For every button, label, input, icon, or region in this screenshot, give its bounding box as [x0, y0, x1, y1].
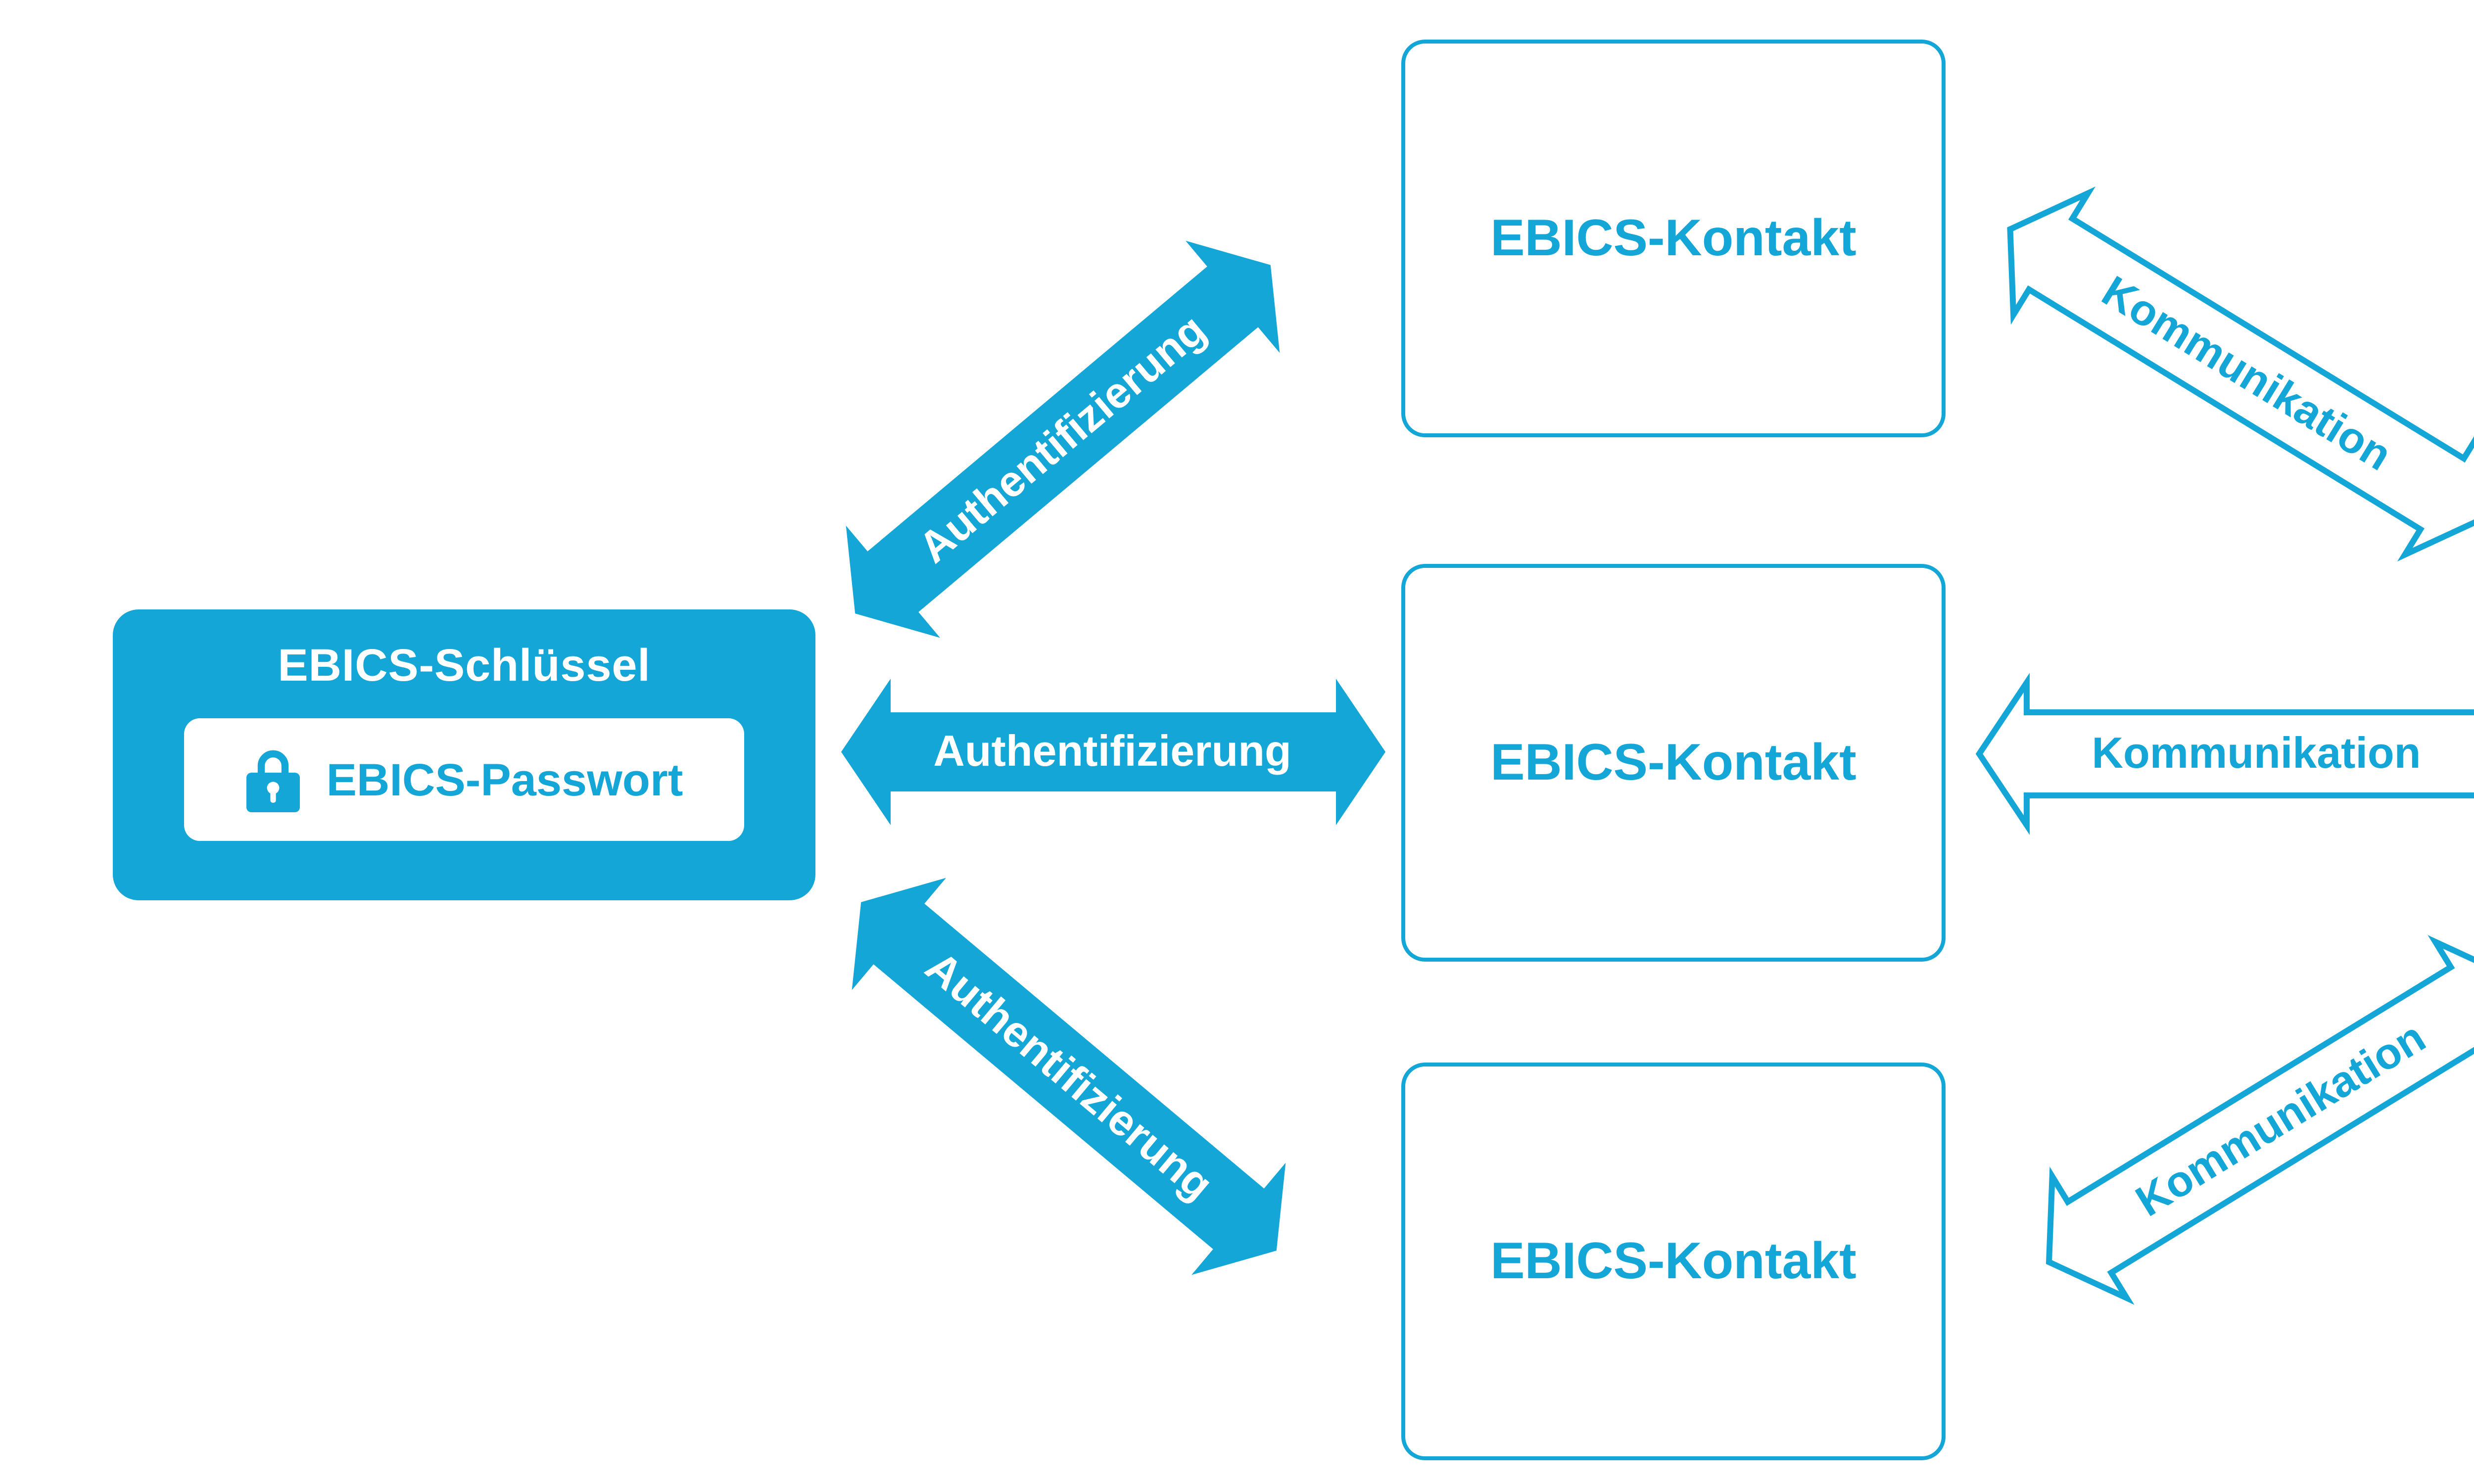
ebics-key-panel: EBICS-Schlüssel EBICS-Passwort: [113, 609, 815, 900]
ebics-contact-label: EBICS-Kontakt: [1490, 1231, 1856, 1290]
lock-icon: [245, 747, 301, 812]
ebics-key-title: EBICS-Schlüssel: [278, 639, 651, 691]
ebics-contact-label: EBICS-Kontakt: [1490, 208, 1856, 267]
ebics-contact-box-top: EBICS-Kontakt: [1401, 40, 1946, 437]
ebics-contact-label: EBICS-Kontakt: [1490, 732, 1856, 791]
ebics-password-label: EBICS-Passwort: [326, 753, 683, 804]
double-arrow-shape: [846, 240, 1280, 638]
auth-arrow-middle: Authentifizierung: [840, 679, 1384, 825]
double-arrow-shape: [2007, 186, 2474, 561]
auth-arrow-top: Authentifizierung: [808, 209, 1318, 669]
komm-arrow-bottom: Kommunikation: [2011, 917, 2474, 1323]
ebics-contact-box-middle: EBICS-Kontakt: [1401, 564, 1946, 962]
ebics-password-chip: EBICS-Passwort: [184, 718, 744, 841]
komm-arrow-middle: Kommunikation: [1975, 673, 2474, 835]
komm-arrow-top: Kommunikation: [1973, 169, 2474, 580]
double-arrow-shape: [852, 878, 1286, 1275]
auth-arrow-bottom: Authentifizierung: [814, 846, 1324, 1306]
double-arrow-shape: [1975, 673, 2474, 835]
double-arrow-shape: [840, 679, 1384, 825]
double-arrow-shape: [2045, 935, 2474, 1305]
ebics-contact-box-bottom: EBICS-Kontakt: [1401, 1063, 1946, 1460]
